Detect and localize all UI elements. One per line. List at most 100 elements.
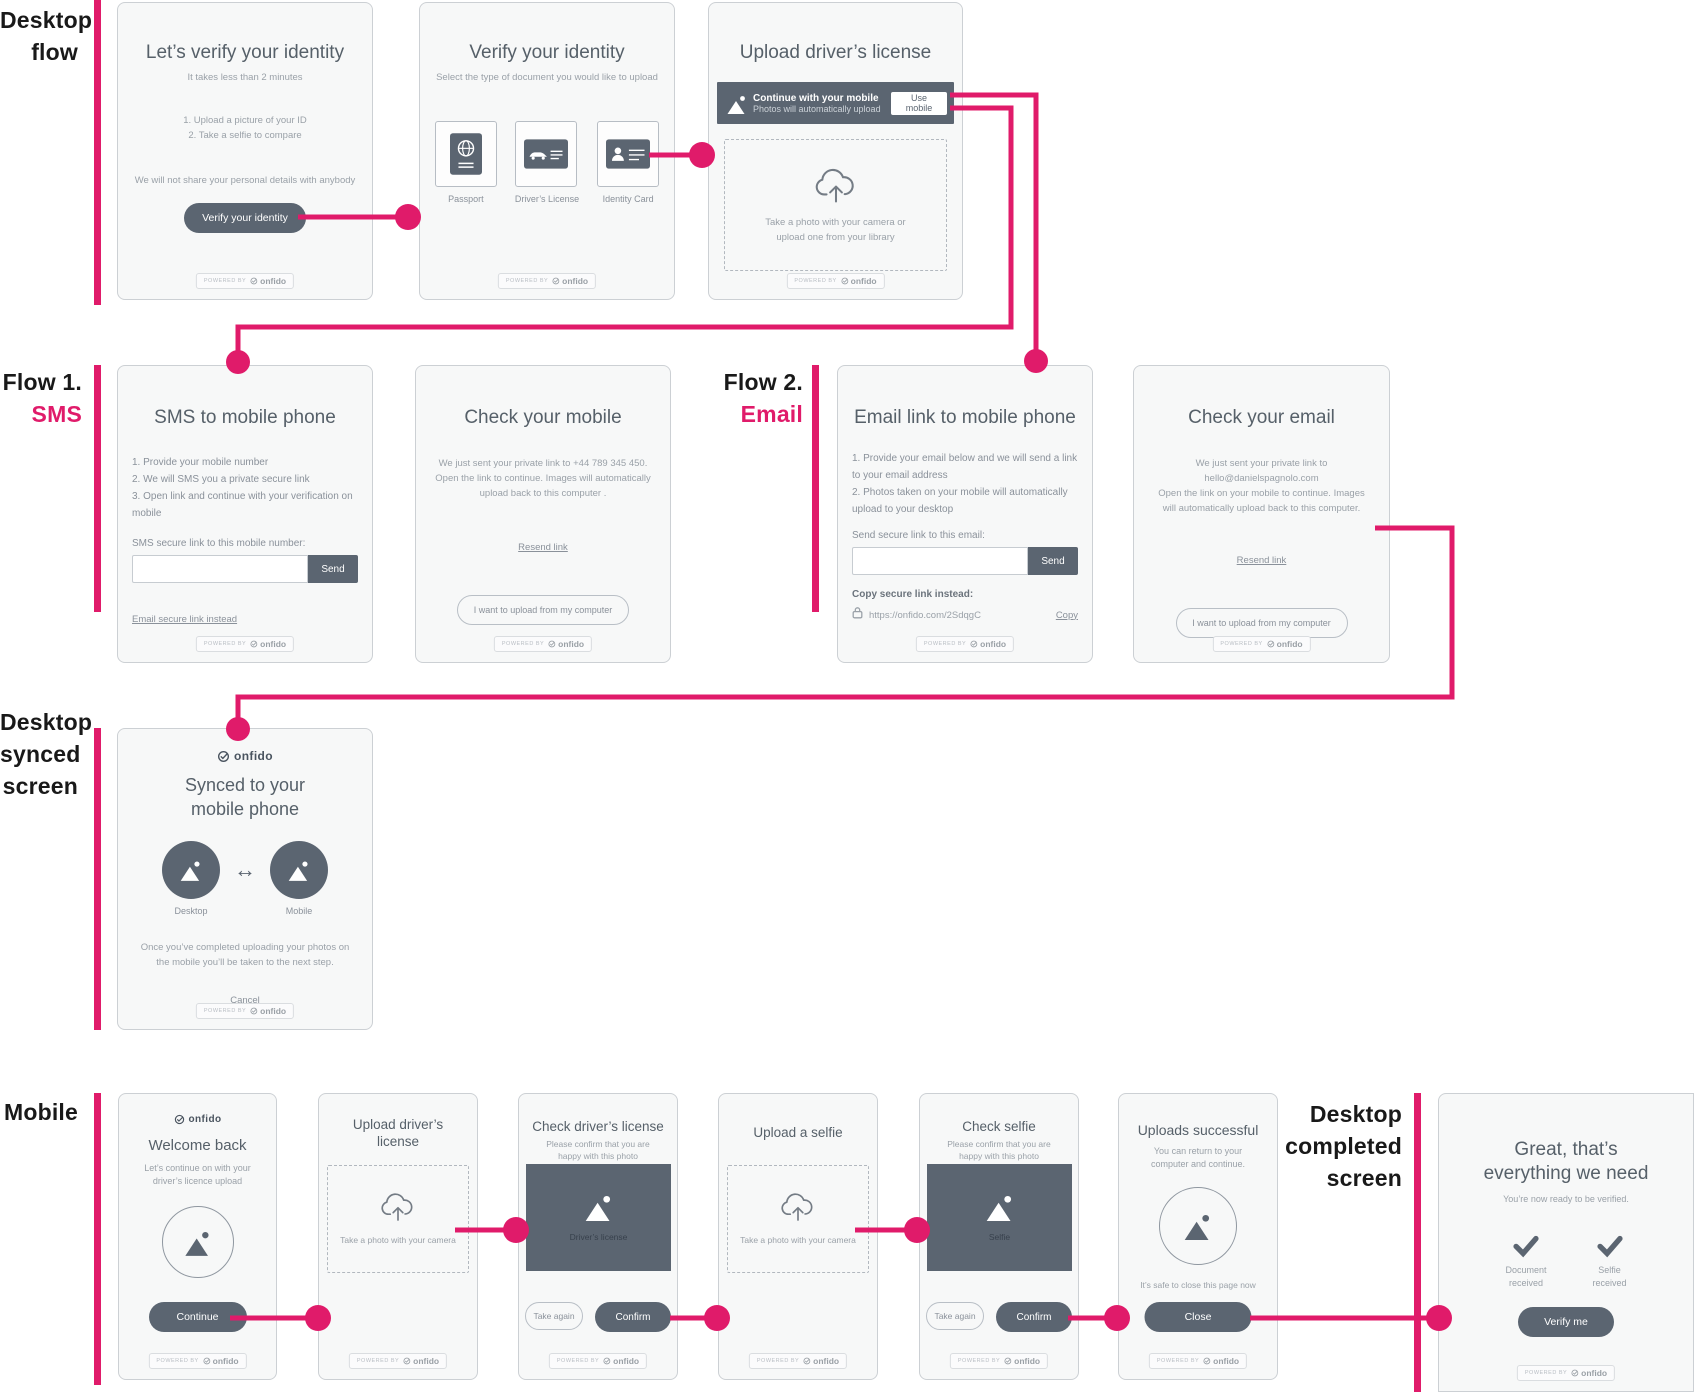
take-again-button[interactable]: Take again (926, 1302, 984, 1330)
lock-icon (852, 606, 863, 624)
camera-dropzone[interactable]: Take a photo with your camera (327, 1165, 469, 1273)
upload-dropzone[interactable]: Take a photo with your camera or upload … (724, 139, 947, 271)
label-flow1-sms: Flow 1. SMS (2, 369, 82, 427)
verify-me-button[interactable]: Verify me (1518, 1307, 1614, 1337)
resend-link[interactable]: Resend link (1236, 555, 1287, 566)
send-sms-button[interactable]: Send (308, 555, 358, 583)
card-check-your-mobile: Check your mobile We just sent your priv… (415, 365, 671, 663)
document-options: Passport Driver’s License Identity Card (420, 121, 674, 204)
use-mobile-button[interactable]: Use mobile (891, 91, 947, 115)
send-email-button[interactable]: Send (1028, 547, 1078, 575)
step-1: 1. Provide your email below and we will … (852, 453, 1078, 481)
step-3: 3. Open link and continue with your veri… (132, 491, 353, 519)
identity-card-icon (606, 139, 650, 169)
doc-option-drivers-license[interactable]: Driver’s License (514, 121, 579, 204)
image-icon (582, 1193, 616, 1226)
confirm-button[interactable]: Confirm (996, 1302, 1072, 1332)
photo-caption: Driver’s license (569, 1232, 628, 1242)
safe-to-close-note: It’s safe to close this page now (1140, 1280, 1256, 1290)
step-2: 2. Photos taken on your mobile will auto… (852, 487, 1068, 515)
cancel-link[interactable]: Cancel (230, 995, 260, 1006)
subtitle: Select the type of document you would li… (436, 72, 658, 83)
onfido-logo-icon: onfido (803, 1356, 839, 1366)
card-mobile-upload-selfie: Upload a selfie Take a photo with your c… (718, 1093, 878, 1380)
card-check-your-email: Check your email We just sent your priva… (1133, 365, 1390, 663)
confirm-button[interactable]: Confirm (595, 1302, 671, 1332)
drivers-license-icon (524, 139, 568, 169)
card-completed: Great, that’s everything we need You’re … (1438, 1093, 1694, 1392)
powered-by-badge: powered by onfido (493, 636, 593, 652)
card-title: Check your email (1188, 407, 1335, 428)
cloud-upload-icon (380, 1191, 416, 1227)
onfido-logo-icon: onfido (1571, 1368, 1607, 1378)
onfido-logo-icon (217, 750, 230, 763)
use-mobile-banner: Continue with your mobile Photos will au… (717, 82, 954, 124)
phone-number-input[interactable] (132, 555, 308, 583)
identity-card-tile[interactable] (597, 121, 660, 187)
powered-by-badge: powered by onfido (148, 1353, 247, 1369)
subtitle: You’re now ready to be verified. (1503, 1194, 1629, 1204)
copy-link-label: Copy secure link instead: (852, 589, 974, 600)
onfido-logo-icon: onfido (1267, 639, 1303, 649)
verify-identity-button[interactable]: Verify your identity (184, 203, 306, 233)
image-icon (983, 1193, 1017, 1226)
doc-option-identity-card[interactable]: Identity Card (597, 121, 660, 204)
mobile-image-icon (270, 841, 328, 899)
check-icon (1596, 1246, 1624, 1263)
powered-by-badge: powered by onfido (915, 636, 1015, 652)
label-desktop-flow: Desktop flow (0, 7, 93, 65)
card-mobile-uploads-successful: Uploads successful You can return to you… (1118, 1093, 1278, 1380)
license-photo-preview: Driver’s license (526, 1164, 671, 1271)
powered-by-badge: powered by onfido (1148, 1353, 1248, 1369)
onfido-logo-icon: onfido (250, 639, 286, 649)
label-flow2-email: Flow 2. Email (723, 369, 803, 427)
open-link-text: Open the link on your mobile to continue… (1158, 488, 1365, 514)
close-button[interactable]: Close (1144, 1302, 1252, 1332)
card-title: Great, that’s everything we need (1483, 1139, 1649, 1184)
card-synced: onfido Synced to your mobile phone Deskt… (117, 728, 373, 1030)
phone-send-row: Send (132, 555, 358, 583)
card-intro: Let’s verify your identity It takes less… (117, 2, 373, 300)
camera-dropzone[interactable]: Take a photo with your camera (727, 1165, 869, 1273)
email-address-input[interactable] (852, 547, 1028, 575)
cloud-upload-icon (780, 1191, 816, 1227)
secure-link-row: https://onfido.com/2SdqgC Copy (852, 606, 1078, 624)
drivers-license-tile[interactable] (514, 121, 577, 187)
secure-link-url: https://onfido.com/2SdqgC (869, 609, 981, 621)
onfido-logo-icon: onfido (403, 1356, 439, 1366)
card-mobile-check-license: Check driver’s license Please confirm th… (518, 1093, 678, 1380)
resend-link[interactable]: Resend link (518, 542, 568, 553)
privacy-note: We will not share your personal details … (134, 175, 356, 186)
onfido-logo: onfido (118, 749, 372, 763)
powered-by-badge: powered by onfido (195, 273, 295, 289)
sync-devices: Desktop ↔ Mobile (118, 841, 372, 916)
card-select-document: Verify your identity Select the type of … (419, 2, 675, 300)
card-title: Upload driver’s license (739, 42, 932, 63)
onfido-logo-icon: onfido (970, 639, 1006, 649)
card-sms-to-mobile: SMS to mobile phone 1. Provide your mobi… (117, 365, 373, 663)
card-title: Check your mobile (464, 407, 622, 428)
upload-from-computer-button[interactable]: I want to upload from my computer (1175, 608, 1348, 638)
onfido-logo-icon: onfido (603, 1356, 639, 1366)
powered-by-badge: powered by onfido (195, 1003, 295, 1019)
email-send-row: Send (852, 547, 1078, 575)
card-mobile-upload-license: Upload driver’s license Take a photo wit… (318, 1093, 478, 1380)
powered-by-badge: powered by onfido (195, 636, 295, 652)
received-checks: Document received Selfie received (1439, 1231, 1693, 1290)
email-link-instead[interactable]: Email secure link instead (132, 614, 238, 625)
upload-from-computer-button[interactable]: I want to upload from my computer (457, 595, 629, 625)
sent-link-text: We just sent your private link to hello@… (1195, 458, 1328, 484)
sent-link-text: We just sent your private link to +44 78… (438, 458, 648, 469)
card-title: Let’s verify your identity (145, 42, 345, 63)
take-again-button[interactable]: Take again (525, 1302, 583, 1330)
continue-button[interactable]: Continue (148, 1302, 247, 1332)
powered-by-badge: powered by onfido (748, 1353, 848, 1369)
card-title-line2: mobile phone (190, 799, 300, 819)
passport-tile[interactable] (434, 121, 497, 187)
onfido-logo-icon (174, 1114, 185, 1125)
copy-link[interactable]: Copy (1055, 609, 1078, 621)
onfido-logo-icon: onfido (203, 1356, 239, 1366)
doc-option-passport[interactable]: Passport (434, 121, 497, 204)
card-title: Upload a selfie (753, 1125, 843, 1140)
